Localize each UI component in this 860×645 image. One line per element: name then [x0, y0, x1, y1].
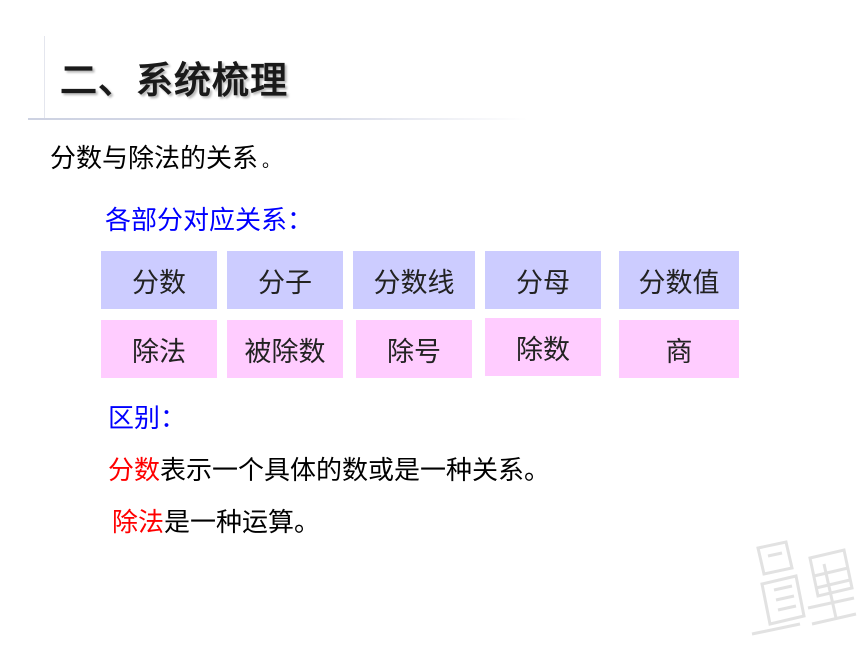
difference-line-fraction: 分数表示一个具体的数或是一种关系。 — [108, 450, 550, 487]
slide-title: 二、系统梳理 — [60, 59, 288, 102]
division-part-box: 除号 — [356, 320, 472, 378]
difference-text: 是一种运算。 — [164, 508, 321, 538]
difference-text: 表示一个具体的数或是一种关系。 — [160, 456, 551, 486]
division-part-box: 商 — [619, 320, 739, 378]
title-underline — [28, 118, 528, 120]
difference-label: 区别： — [108, 404, 187, 434]
stamp-watermark-icon — [751, 540, 857, 636]
division-part-box: 除法 — [101, 320, 217, 378]
section-heading: 分数与除法的关系。 — [50, 138, 280, 175]
fraction-part-box: 分数 — [101, 251, 217, 309]
section-heading-text: 分数与除法的关系 — [50, 144, 259, 174]
fraction-part-box: 分数值 — [619, 251, 739, 309]
fraction-part-box: 分母 — [485, 251, 601, 309]
correspondence-label: 各部分对应关系： — [105, 206, 314, 236]
division-part-box: 除数 — [485, 318, 601, 376]
section-heading-dot: 。 — [262, 151, 281, 172]
division-part-box: 被除数 — [227, 320, 343, 378]
fraction-part-box: 分数线 — [353, 251, 475, 309]
fraction-part-box: 分子 — [227, 251, 343, 309]
highlight-term: 分数 — [108, 456, 161, 486]
difference-line-division: 除法是一种运算。 — [112, 502, 320, 539]
title-vertical-rule — [44, 36, 45, 120]
highlight-term: 除法 — [112, 508, 165, 538]
